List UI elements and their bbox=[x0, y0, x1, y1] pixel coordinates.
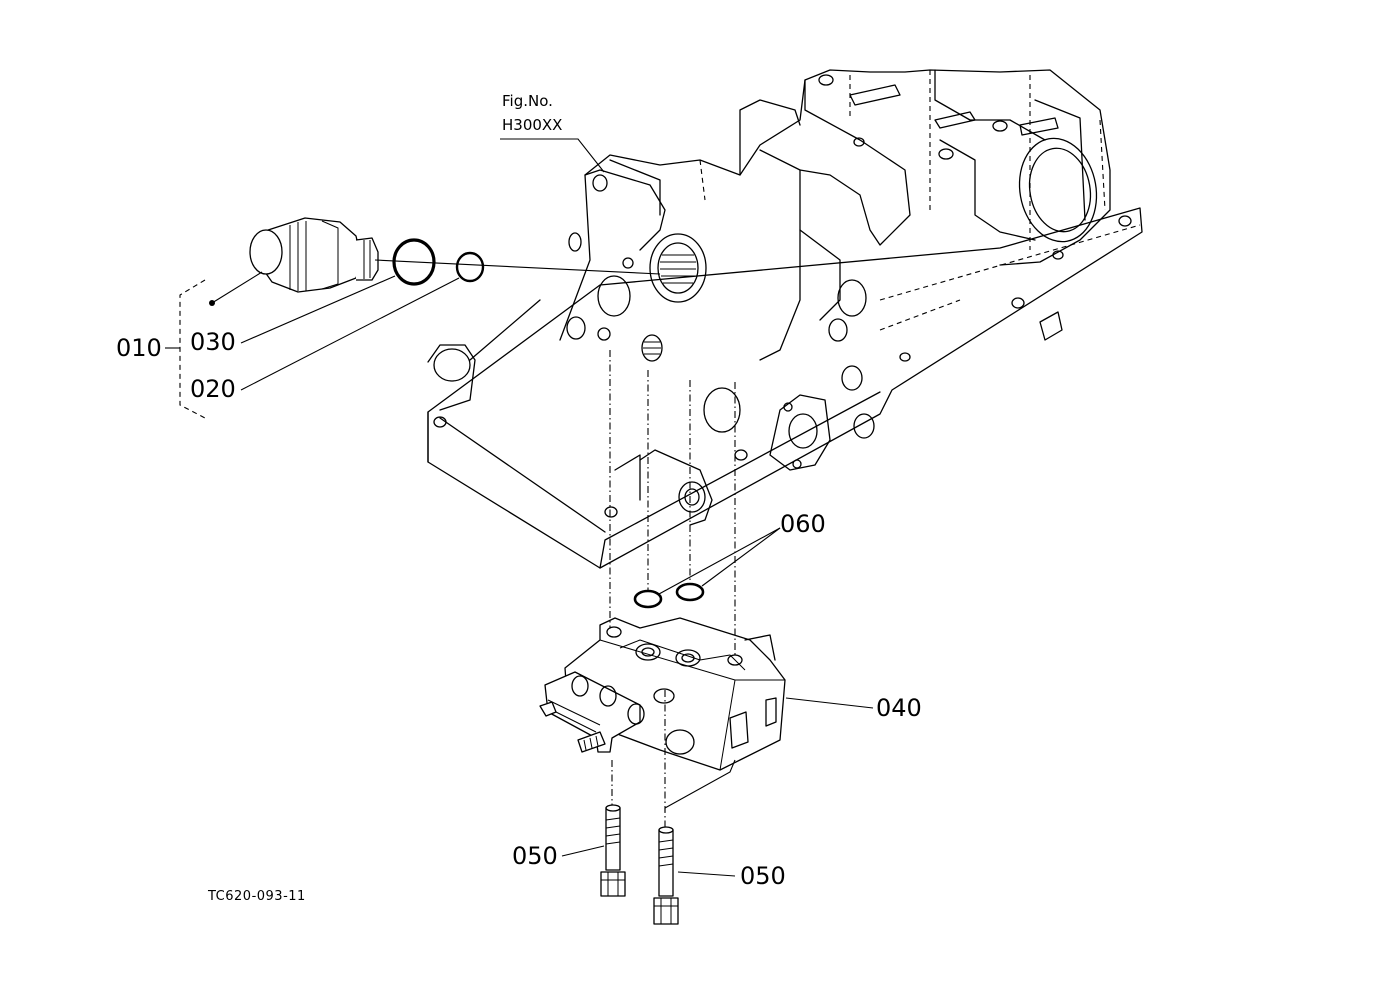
o-ring-060-right bbox=[675, 582, 705, 602]
callout-050-left: 050 bbox=[512, 842, 558, 870]
callout-030: 030 bbox=[190, 328, 236, 356]
drawing-code: TC620-093-11 bbox=[207, 889, 306, 904]
bolt-050-left bbox=[600, 804, 626, 897]
callout-060: 060 bbox=[780, 510, 826, 538]
o-ring-060-left bbox=[633, 589, 663, 609]
o-ring-020 bbox=[455, 251, 485, 283]
bolt-050-right bbox=[653, 826, 679, 925]
hydraulic-housing bbox=[427, 69, 1143, 569]
callout-020: 020 bbox=[190, 375, 236, 403]
o-ring-030 bbox=[392, 238, 436, 286]
callout-040: 040 bbox=[876, 694, 922, 722]
callout-bracket-010 bbox=[179, 279, 206, 419]
figure-reference-number: H300XX bbox=[502, 116, 562, 134]
callout-050-right: 050 bbox=[740, 862, 786, 890]
control-valve-040 bbox=[539, 617, 786, 771]
figure-reference-title: Fig.No. bbox=[502, 92, 553, 110]
callout-010: 010 bbox=[116, 334, 162, 362]
relief-valve-assembly bbox=[249, 217, 379, 293]
